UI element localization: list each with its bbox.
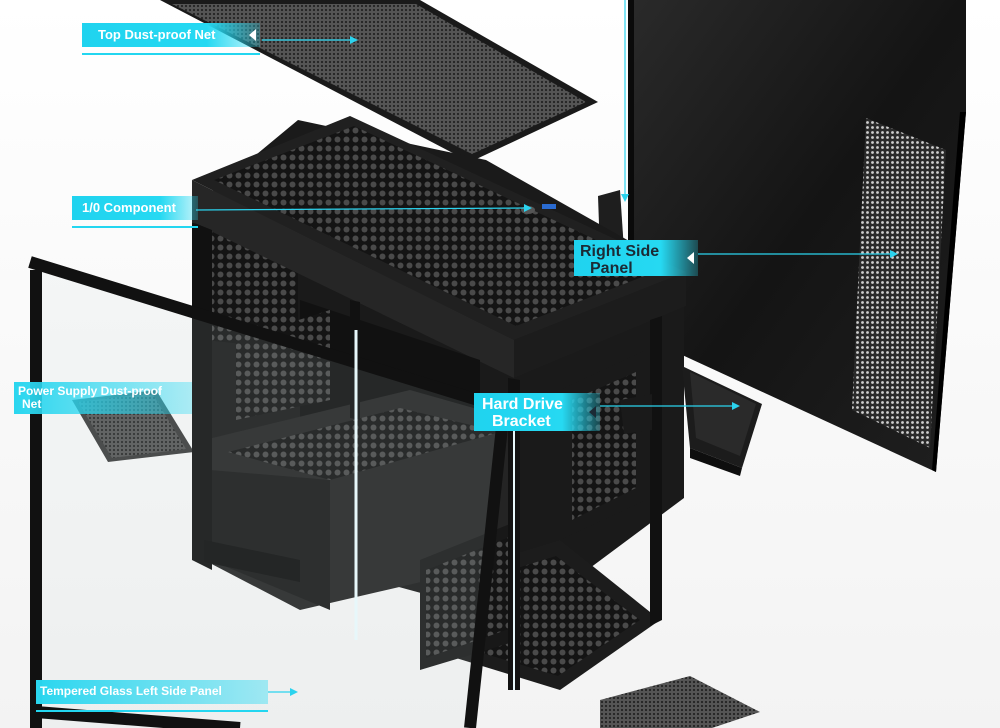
label-hard-drive-bracket-line2: Bracket [492, 412, 551, 430]
label-tempered-glass-left-side-panel: Tempered Glass Left Side Panel [36, 680, 268, 704]
label-tempered-glass-left-side-panel-text: Tempered Glass Left Side Panel [40, 684, 222, 698]
underline [82, 53, 260, 55]
label-right-side-panel: Right Side Panel [574, 240, 698, 277]
label-right-side-panel-line1: Right Side [580, 243, 660, 260]
underline [72, 226, 198, 228]
label-psu-dust-proof-net-line1: Power Supply Dust-proof [18, 384, 162, 398]
hard-drive-bracket-part [620, 366, 762, 476]
pointer-triangle-icon [589, 406, 596, 418]
label-top-dust-proof-net-text: Top Dust-proof Net [98, 27, 216, 42]
label-hard-drive-bracket: Hard Drive Bracket [474, 393, 600, 431]
leader-lines [195, 0, 898, 696]
label-psu-dust-proof-net-line2: Net [22, 396, 42, 411]
underline [36, 710, 268, 712]
label-io-component: 1/0 Component [72, 196, 198, 220]
label-top-dust-proof-net: Top Dust-proof Net [82, 23, 260, 47]
label-hard-drive-bracket-line1: Hard Drive [482, 396, 563, 413]
label-io-component-text: 1/0 Component [82, 200, 176, 215]
pointer-triangle-icon [249, 29, 256, 41]
pointer-triangle-icon [687, 252, 694, 264]
case-body [192, 116, 686, 690]
label-right-side-panel-line2: Panel [590, 259, 633, 277]
label-psu-dust-proof-net: Power Supply Dust-proof Net [14, 382, 192, 414]
tempered-glass-left-side-panel [28, 256, 510, 728]
bottom-dust-net [600, 676, 760, 728]
right-side-panel [628, 0, 966, 472]
